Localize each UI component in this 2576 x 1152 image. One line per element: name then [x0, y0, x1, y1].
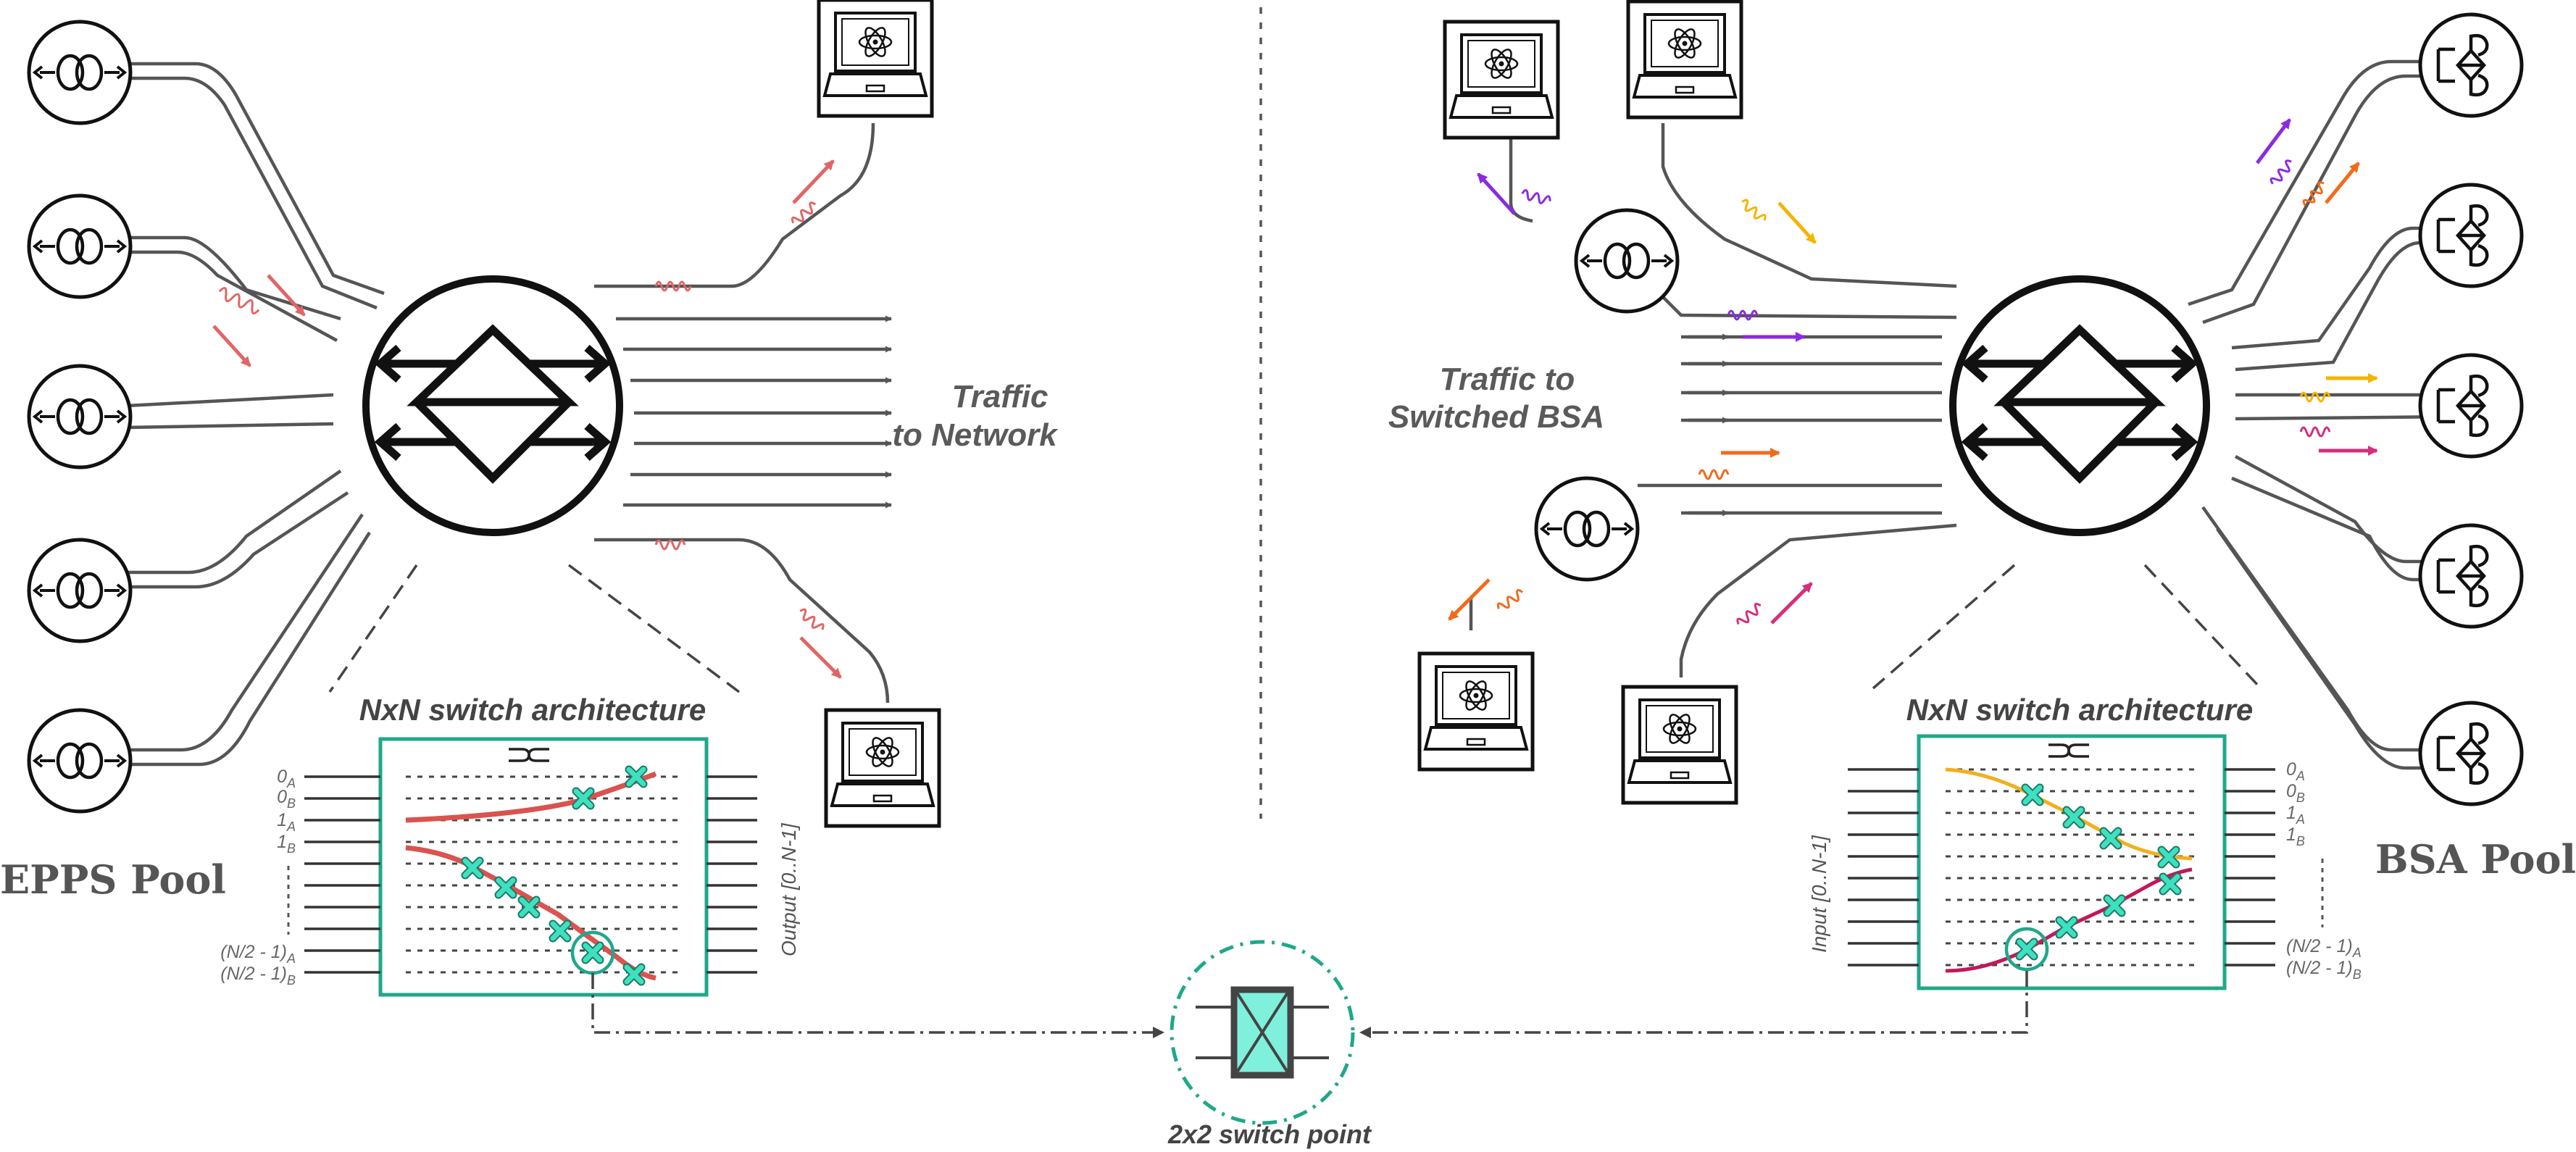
input-axis-label: Input [0..N-1] — [1808, 835, 1830, 953]
epps-pool-label: EPPS Pool — [0, 856, 226, 903]
port-label: 1B — [2286, 825, 2305, 848]
right-input-fibers — [1469, 87, 1957, 677]
entangled-photon-source-icon — [29, 22, 130, 123]
traffic-to-network-label: Traffic — [952, 379, 1049, 414]
traffic-to-network-label: to Network — [892, 417, 1059, 453]
entangled-photon-source-icon — [29, 710, 130, 811]
bell-state-analyzer-icon — [2420, 703, 2522, 804]
traffic-to-switched-bsa-label: Switched BSA — [1388, 399, 1604, 435]
laptop-atom-icon — [1420, 654, 1533, 769]
laptop-atom-icon — [1628, 1, 1741, 117]
port-label: 0A — [2286, 759, 2305, 783]
switch-point-label: 2x2 switch point — [1167, 1119, 1372, 1149]
laptop-atom-icon — [1623, 687, 1736, 803]
traffic-to-switched-bsa-label: Traffic to — [1440, 362, 1575, 397]
switch-point — [1170, 940, 1355, 1125]
entangled-photon-source-icon — [1536, 478, 1638, 580]
bell-state-analyzer-icon — [2420, 525, 2522, 627]
output-axis-label: Output [0..N-1] — [778, 822, 800, 956]
right-architecture-box — [1848, 734, 2275, 990]
right-architecture-title: NxN switch architecture — [1906, 693, 2254, 727]
laptop-atom-icon — [819, 0, 932, 116]
port-label: 0B — [2286, 781, 2305, 805]
laptop-atom-icon — [826, 710, 939, 826]
bell-state-analyzer-icon — [2420, 14, 2522, 116]
port-label: 1B — [277, 832, 296, 856]
port-label: 0B — [277, 787, 296, 811]
bell-state-analyzer-icon — [2420, 355, 2522, 456]
right-bsa-fibers — [2188, 59, 2457, 770]
right-panel: Traffic to Switched BSA NxN switch archi… — [1359, 1, 2576, 1038]
port-label: (N/2 - 1)A — [220, 942, 296, 966]
entangled-photon-source-icon — [29, 366, 130, 467]
optical-switch-icon — [366, 279, 620, 533]
laptop-atom-icon — [1445, 22, 1558, 138]
port-label: 1A — [277, 810, 296, 834]
entangled-photon-source-icon — [29, 540, 130, 641]
port-label: (N/2 - 1)B — [220, 964, 296, 988]
left-source-fibers — [126, 62, 385, 767]
left-output-fibers — [594, 122, 892, 704]
port-label: (N/2 - 1)A — [2286, 936, 2362, 960]
port-label: (N/2 - 1)B — [2286, 958, 2362, 982]
bell-state-analyzer-icon — [2420, 185, 2522, 286]
port-label: 0A — [277, 767, 296, 790]
right-photons — [1448, 118, 2378, 625]
left-architecture-title: NxN switch architecture — [359, 693, 706, 727]
bsa-pool-label: BSA Pool — [2375, 836, 2576, 882]
port-label: 1A — [2286, 803, 2305, 827]
left-architecture-box — [304, 737, 757, 997]
left-panel: Traffic to Network NxN switch architectu… — [0, 0, 1164, 1038]
optical-switch-icon — [1953, 279, 2206, 533]
left-photons — [212, 159, 842, 679]
entangled-photon-source-icon — [1576, 210, 1677, 312]
entangled-photon-source-icon — [29, 196, 130, 297]
